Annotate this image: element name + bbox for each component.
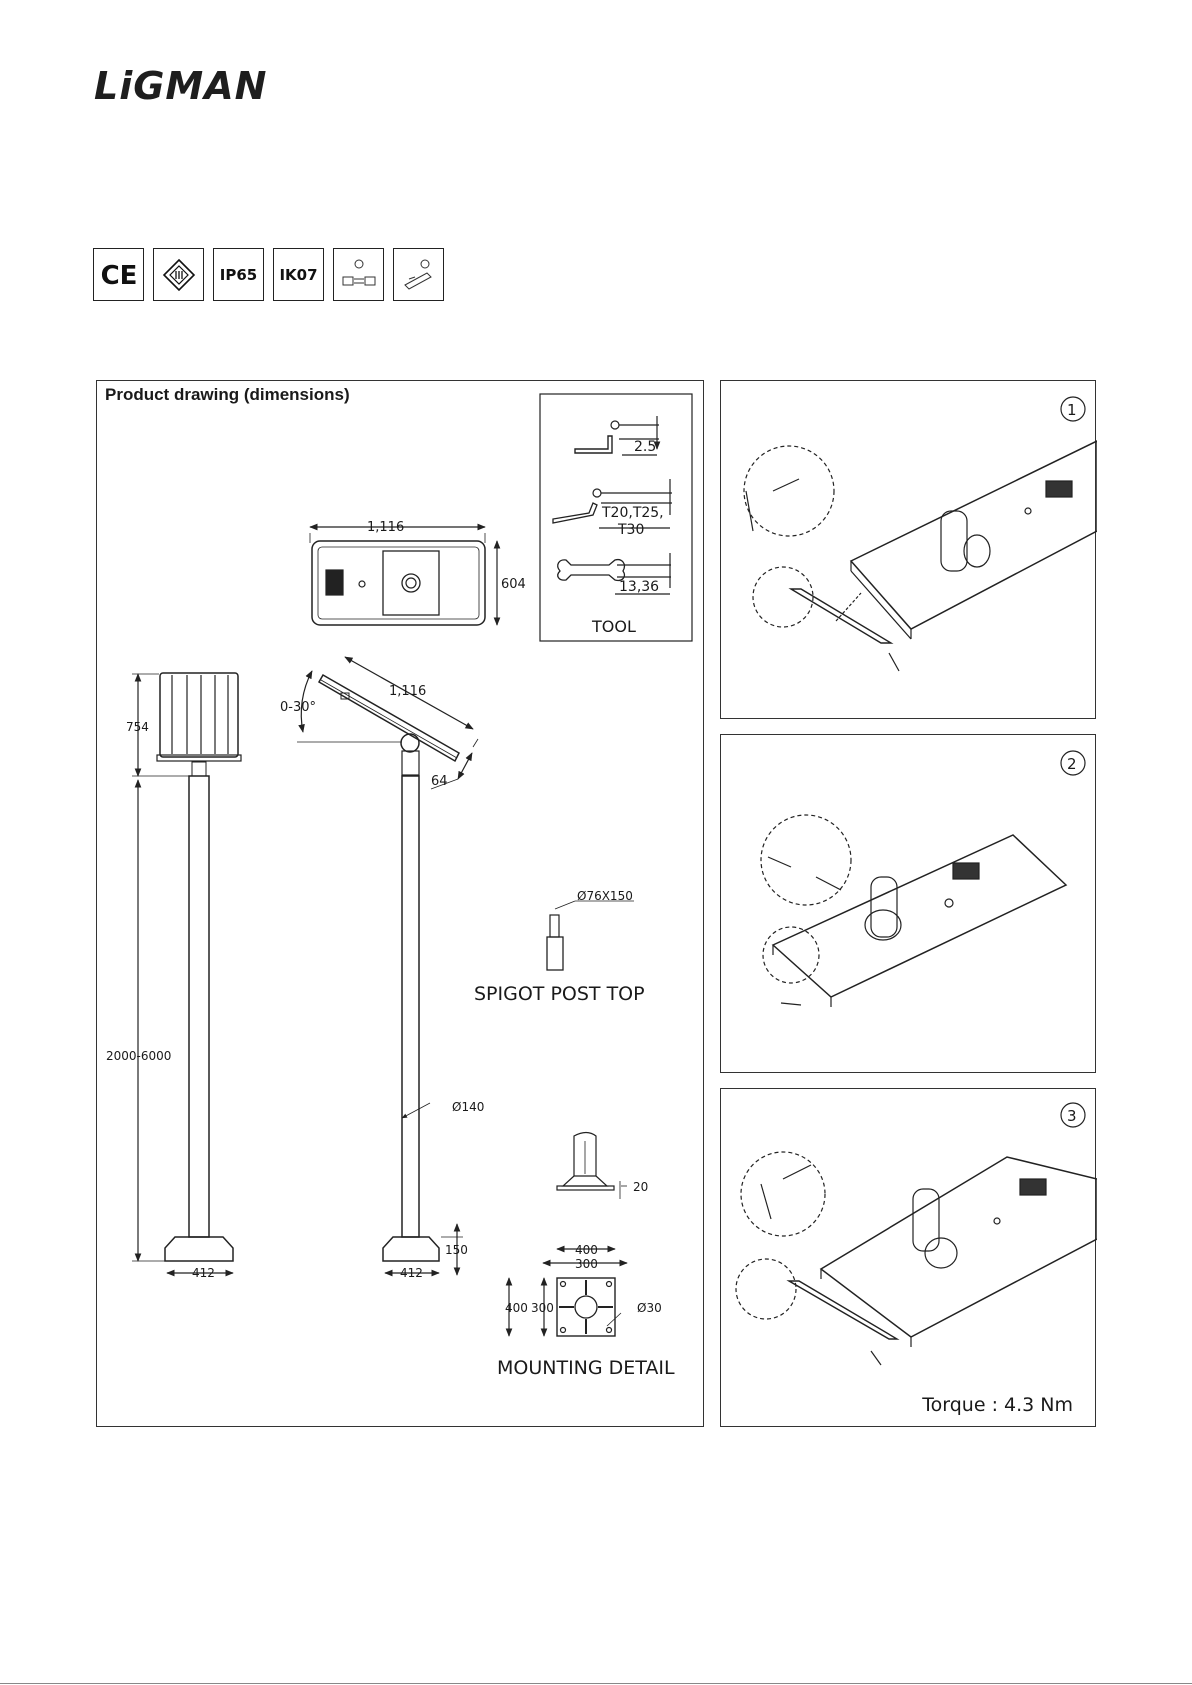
step-2-number: 2	[1067, 755, 1077, 773]
product-drawing-panel: Product drawing (dimensions)	[96, 380, 704, 1427]
step-2-illustration: 2	[721, 735, 1097, 1074]
pole-height-label: 2000-6000	[106, 1049, 171, 1063]
dimension-drawing: 2.5 T20,T25, T30 13,36 TOOL 1,116 604 0-…	[97, 381, 705, 1428]
plate-outer-width-label: 400	[575, 1243, 598, 1257]
tilt-range-label: 0-30°	[280, 700, 316, 715]
panel-depth-label: 604	[501, 577, 526, 592]
tool-torx-label-2: T30	[617, 522, 644, 538]
tilt-length-label: 1,116	[389, 684, 426, 699]
installation-step-2: 2	[720, 734, 1096, 1073]
ce-mark-icon: CE	[93, 248, 144, 301]
installation-icon-2	[393, 248, 444, 301]
installation-step-1: 1	[720, 380, 1096, 719]
plate-inner-width-label: 300	[575, 1257, 598, 1271]
plate-inner-height-label: 300	[531, 1301, 554, 1315]
base-width-side-label: 412	[400, 1266, 423, 1280]
svg-text:CE: CE	[100, 261, 137, 291]
panel-thickness-label: 64	[431, 774, 448, 789]
spigot-size-label: Ø76X150	[577, 889, 633, 903]
installation-icon-1	[333, 248, 384, 301]
base-height-label: 150	[445, 1243, 468, 1257]
tool-hex-label: 2.5	[634, 439, 656, 455]
plate-thickness-label: 20	[633, 1180, 648, 1194]
step-3-number: 3	[1067, 1107, 1077, 1125]
step-1-number: 1	[1067, 401, 1077, 419]
tool-wrench-label: 13,36	[619, 579, 659, 595]
head-height-label: 754	[126, 720, 149, 734]
tool-torx-label: T20,T25,	[601, 505, 664, 521]
ligman-logo: LiGMAN	[92, 66, 312, 106]
hole-diameter-label: Ø30	[637, 1301, 662, 1315]
torque-note: Torque : 4.3 Nm	[922, 1394, 1073, 1416]
ik-rating-badge: IK07	[273, 248, 324, 301]
plate-outer-height-label: 400	[505, 1301, 528, 1315]
installation-step-3: 3 Torque : 4.3 Nm	[720, 1088, 1096, 1427]
step-3-illustration: 3	[721, 1089, 1097, 1428]
tool-caption: TOOL	[591, 617, 636, 636]
spigot-caption: SPIGOT POST TOP	[474, 983, 645, 1005]
ligman-logo-mark: LiGMAN	[92, 66, 312, 106]
base-width-front-label: 412	[192, 1266, 215, 1280]
class-iii-icon	[153, 248, 204, 301]
logo-text: LiGMAN	[94, 66, 267, 106]
step-1-illustration: 1	[721, 381, 1097, 720]
panel-width-label: 1,116	[367, 520, 404, 535]
mounting-caption: MOUNTING DETAIL	[497, 1357, 675, 1379]
pole-diameter-label: Ø140	[452, 1100, 484, 1114]
page-bottom-rule	[0, 1683, 1192, 1684]
ip-rating-badge: IP65	[213, 248, 264, 301]
